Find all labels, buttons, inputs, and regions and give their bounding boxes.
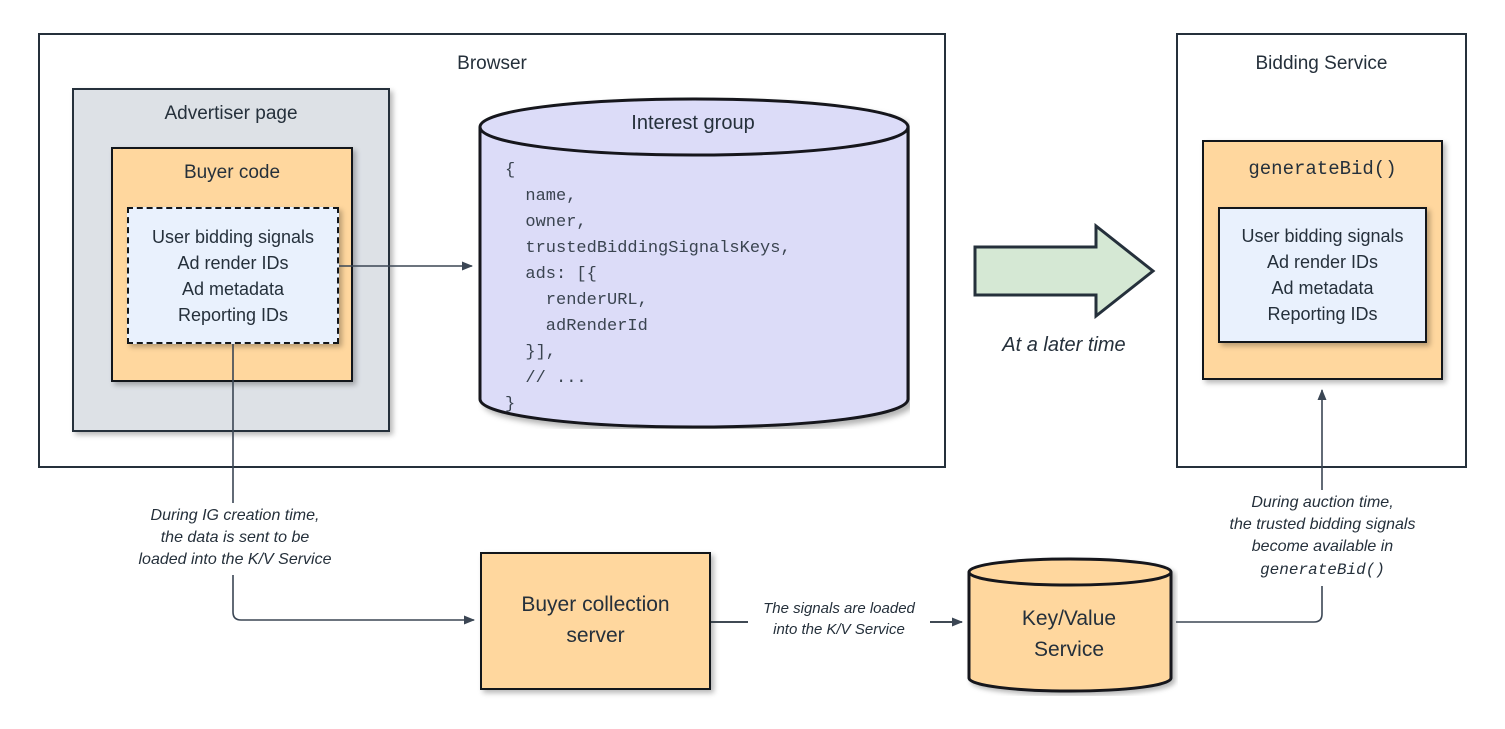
note-auction-time-line2: the trusted bidding signals — [1229, 516, 1416, 533]
advertiser-page-title: Advertiser page — [164, 103, 298, 124]
note-auction-time-line3: become available in — [1251, 538, 1394, 555]
note-auction-time-line1: During auction time, — [1251, 494, 1394, 511]
bidding-signals-list: User bidding signals Ad render IDs Ad me… — [1241, 226, 1404, 324]
later-time-caption: At a later time — [1002, 334, 1126, 356]
buyer-signals-box — [127, 207, 339, 344]
browser-title: Browser — [457, 53, 527, 74]
note-auction-time: During auction time, the trusted bidding… — [1215, 492, 1430, 582]
note-auction-time-line4: generateBid() — [1260, 561, 1385, 579]
bidding-service-title: Bidding Service — [1255, 53, 1388, 74]
note-ig-creation: During IG creation time, the data is sen… — [138, 507, 332, 568]
interest-group-code: { name, owner, trustedBiddingSignalsKeys… — [505, 161, 791, 414]
bidding-signals-box — [1218, 207, 1427, 343]
key-value-service-title: Key/Value Service — [1021, 607, 1117, 661]
buyer-collection-server-title: Buyer collection server — [521, 593, 670, 647]
ig-note-backdrop — [128, 503, 342, 575]
buyer-code-title: Buyer code — [183, 162, 281, 183]
key-value-service-cylinder — [966, 556, 1178, 696]
signals-note-backdrop — [748, 596, 930, 646]
generate-bid-title: generateBid() — [1248, 158, 1397, 180]
buyer-signals-list: User bidding signals Ad render IDs Ad me… — [151, 227, 315, 325]
buyer-collection-server-box — [480, 552, 711, 690]
auction-note-backdrop — [1215, 490, 1430, 586]
later-time-arrow — [972, 222, 1156, 320]
note-signals-loaded: The signals are loaded into the K/V Serv… — [763, 600, 915, 638]
interest-group-cylinder — [478, 97, 910, 429]
interest-group-title: Interest group — [631, 112, 755, 134]
